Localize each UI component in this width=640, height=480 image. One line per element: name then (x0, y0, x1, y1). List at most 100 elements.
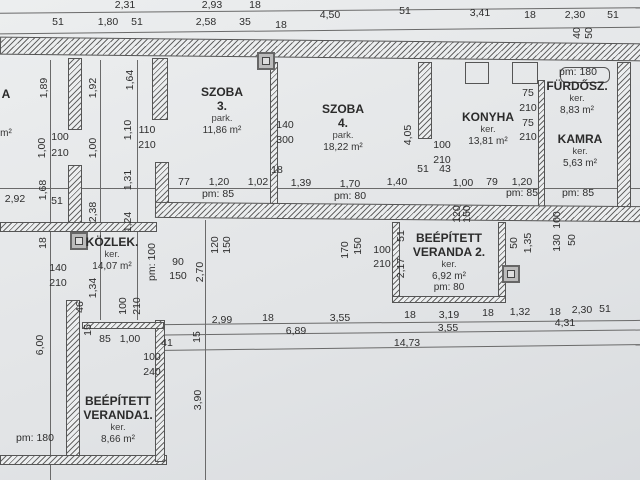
room-furdoszoba: FÜRDŐSZ.ker.8,83 m² (546, 79, 607, 116)
dimension-label: 150 (221, 236, 233, 254)
floor-type: ker. (569, 92, 585, 104)
dimension-label: 1,02 (247, 176, 269, 188)
room-name: BEÉPÍTETT (84, 394, 152, 408)
dimension-label: 50 (566, 234, 578, 246)
dimension-label: 1,89 (38, 77, 50, 99)
chimney-icon (257, 52, 275, 70)
floor-type: park. (211, 112, 233, 124)
wall (68, 58, 82, 130)
dimension-label: 1,80 (97, 16, 119, 28)
dimension-label: 1,32 (509, 306, 531, 318)
dimension-label: 1,35 (522, 232, 534, 254)
dimension-label: 210 (131, 297, 143, 315)
dimension-label: 50 (508, 237, 520, 249)
dimension-label: 2,38 (87, 201, 99, 223)
dimension-label: 77 (178, 176, 190, 188)
dimension-label: 18 (37, 237, 49, 249)
dimension-label: 2,70 (194, 261, 206, 283)
dimension-label: 75 (522, 87, 534, 99)
floor-type: ker. (441, 258, 457, 270)
dimension-label: pm: 100 (146, 243, 158, 281)
room-name: KONYHA (461, 110, 515, 124)
dimension-label: 18 (404, 309, 416, 321)
dimension-label: 210 (519, 102, 537, 114)
dimension-label: 46 (74, 301, 86, 313)
room-name: KÖZLEK. (85, 235, 139, 249)
dimension-label: 210 (519, 131, 537, 143)
dimension-line (0, 26, 640, 35)
dimension-label: 210 (373, 258, 391, 270)
dimension-label: 50 (583, 27, 595, 39)
dimension-label: 120 (209, 236, 221, 254)
dimension-label: 4,31 (554, 317, 576, 329)
dimension-label: 3,41 (469, 7, 491, 19)
dimension-label: 51 (417, 163, 429, 175)
wall (617, 62, 631, 214)
dimension-label: pm: 180 (16, 432, 54, 444)
room-number: 3. (216, 98, 227, 113)
dimension-label: 18 (275, 19, 287, 31)
dimension-label: 2,99 (211, 314, 233, 326)
dimension-label: 51 (131, 16, 143, 28)
dimension-label: 90 (172, 256, 184, 268)
dimension-label: 1,34 (87, 277, 99, 299)
floor-type: ker. (110, 421, 126, 433)
chimney-icon (70, 232, 88, 250)
dimension-label: 1,00 (36, 137, 48, 159)
dimension-label: 150 (461, 205, 473, 223)
dimension-label: 51 (607, 9, 619, 21)
wall (155, 320, 165, 462)
dimension-label: 100 (143, 351, 161, 363)
dimension-label: 1,64 (124, 69, 136, 91)
dimension-label: 100 (551, 211, 563, 229)
wall (0, 455, 167, 465)
dimension-label: 140 (49, 262, 67, 274)
wall (538, 80, 545, 207)
room-area: 13,81 m² (468, 135, 508, 147)
dimension-label: 1,40 (386, 176, 408, 188)
dimension-label: 1,39 (290, 177, 312, 189)
room-kozlekedo: KÖZLEK.ker.14,07 m² (85, 235, 139, 272)
dimension-label: 1,10 (122, 119, 134, 141)
dimension-label: 3,90 (192, 389, 204, 411)
room-area: 14,07 m² (92, 260, 132, 272)
dimension-label: 1,70 (339, 178, 361, 190)
dimension-label: 100 (117, 297, 129, 315)
wall (154, 201, 640, 223)
wall (0, 222, 157, 232)
dimension-label: 51 (399, 5, 411, 17)
dimension-label: 1,31 (122, 169, 134, 191)
dimension-line (50, 60, 51, 480)
dimension-label: 2,58 (195, 16, 217, 28)
dimension-label: 100 (433, 139, 451, 151)
dimension-label: 1,00 (119, 333, 141, 345)
dimension-label: 140 (276, 119, 294, 131)
wall (418, 62, 432, 139)
dimension-label: 18 (524, 9, 536, 21)
floor-type: park. (332, 129, 354, 141)
dimension-label: pm: 85 (561, 187, 595, 199)
room-area: m² (0, 127, 12, 139)
dimension-label: pm: 80 (333, 190, 367, 202)
room-name: BEÉPÍTETT (415, 231, 483, 245)
dimension-label: 1,92 (87, 77, 99, 99)
sink-icon (512, 62, 538, 84)
wall (68, 165, 82, 227)
room-area: 8,66 m² (101, 433, 135, 445)
sill-height: pm: 80 (433, 282, 465, 294)
dimension-label: 2,30 (571, 304, 593, 316)
dimension-line (0, 188, 640, 189)
dimension-label: 2,30 (564, 9, 586, 21)
dimension-label: 85 (99, 333, 111, 345)
dimension-label: 4,50 (319, 9, 341, 21)
dimension-label: 2,92 (4, 193, 26, 205)
dimension-label: 18 (482, 307, 494, 319)
dimension-line (137, 60, 138, 320)
